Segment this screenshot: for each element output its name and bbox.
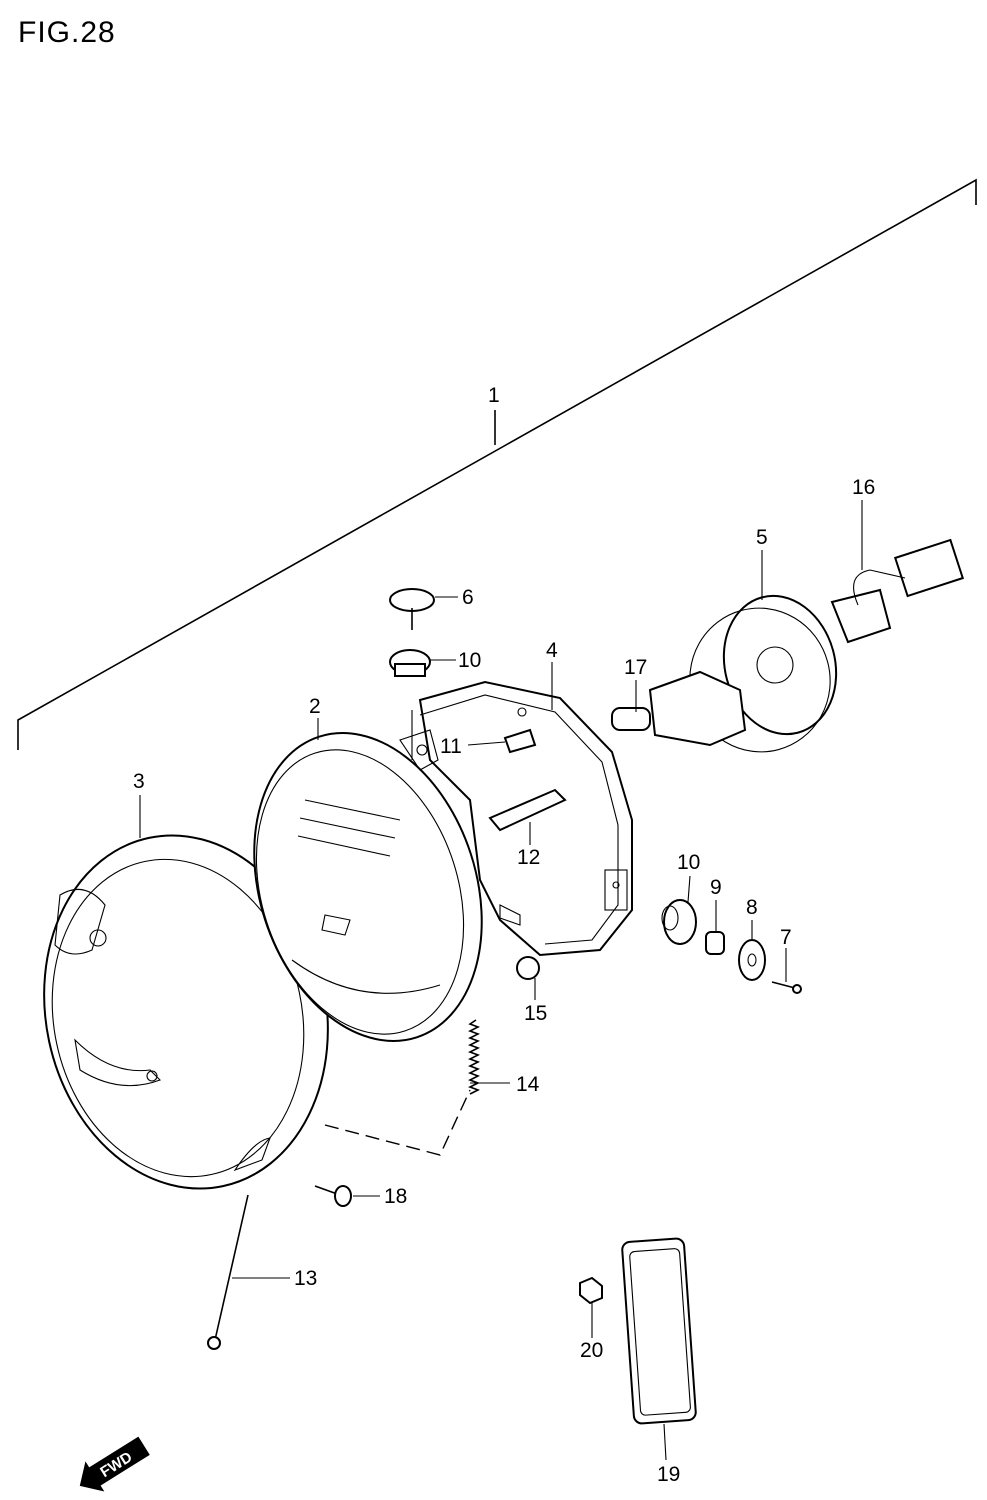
part-10-grommet-top: [389, 649, 431, 677]
headlight-lens: [253, 729, 483, 1042]
callout-1: 1: [488, 384, 500, 407]
callout-2: 2: [309, 695, 321, 718]
part-8-washer: [738, 939, 766, 981]
callout-8: 8: [746, 896, 758, 919]
callout-7: 7: [780, 926, 792, 949]
callout-3: 3: [133, 770, 145, 793]
callout-9: 9: [710, 876, 722, 899]
part-6-screw: [389, 588, 435, 630]
headlight-rim: [43, 834, 329, 1190]
callout-14: 14: [516, 1073, 540, 1096]
callout-15: 15: [524, 1002, 547, 1025]
assembly-link-line: [324, 1089, 471, 1156]
part-19-plate: [621, 1237, 697, 1425]
callout-labels: 1 2 3 4 5 6 7 8 9 10 10 11 12 13 14 15 1…: [133, 384, 875, 1486]
part-12-bracket: [488, 788, 567, 832]
part-9-collar: [705, 931, 725, 955]
callout-18: 18: [384, 1185, 407, 1208]
callout-19: 19: [657, 1463, 680, 1486]
part-11-clip: [503, 728, 537, 754]
callout-5: 5: [756, 526, 768, 549]
callout-16: 16: [852, 476, 875, 499]
figure-title: FIG.28: [18, 16, 116, 49]
callout-4: 4: [546, 639, 558, 662]
part-13-bolt: [207, 1194, 249, 1350]
fwd-arrow-badge: FWD: [79, 1436, 150, 1492]
leader-lines: [139, 500, 863, 1461]
callout-10-top: 10: [458, 649, 481, 672]
assembly-bracket: [17, 178, 977, 750]
headlight-case: [418, 680, 633, 957]
callout-11: 11: [440, 735, 462, 758]
callout-20: 20: [580, 1339, 603, 1362]
part-14-spring: [468, 1019, 480, 1095]
part-15-nut: [516, 956, 540, 980]
part-18-screw: [314, 1185, 352, 1207]
callout-6: 6: [462, 586, 474, 609]
part-10-grommet-side: [661, 899, 697, 945]
part-7-bolt: [771, 981, 802, 994]
part-20-nut: [579, 1276, 603, 1305]
callout-12: 12: [517, 846, 540, 869]
part-17-bulb: [611, 670, 747, 747]
callout-10-side: 10: [677, 851, 700, 874]
callout-17: 17: [624, 656, 647, 679]
part-16-connector: [830, 538, 965, 644]
callout-13: 13: [294, 1267, 317, 1290]
